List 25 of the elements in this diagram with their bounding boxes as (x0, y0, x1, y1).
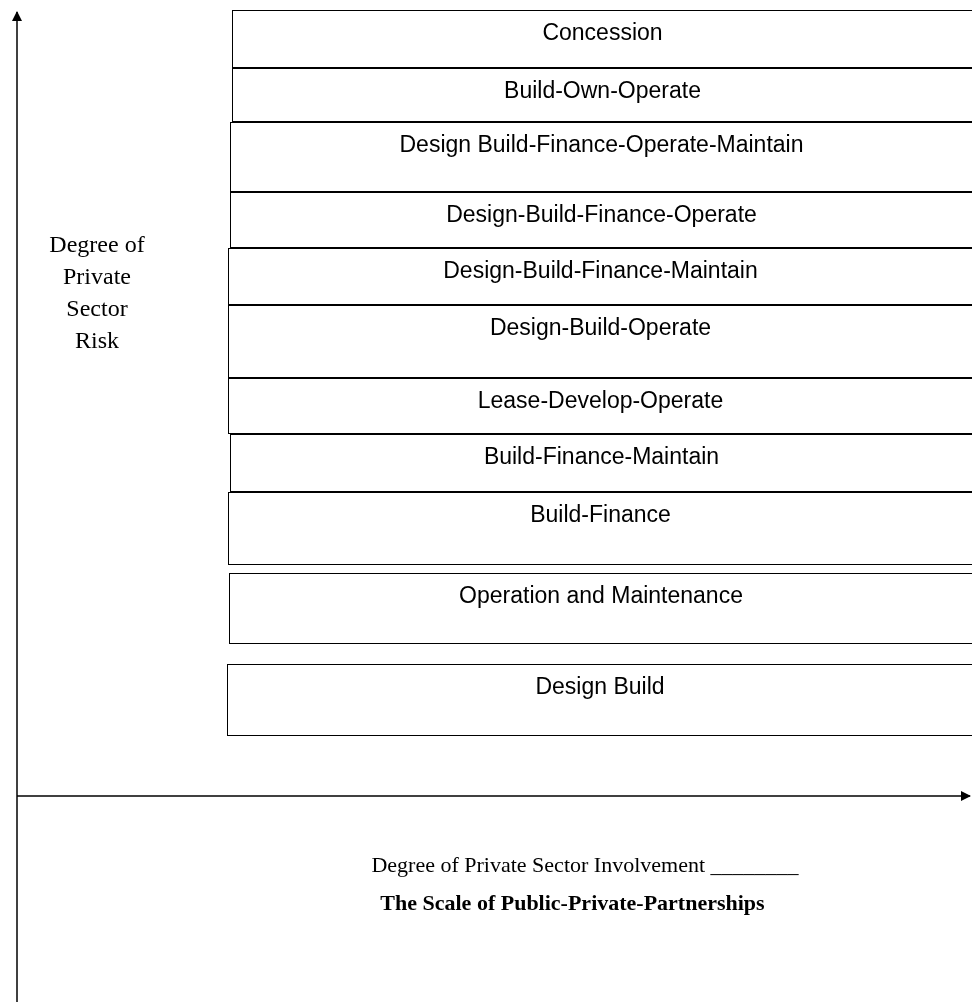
caption: The Scale of Public-Private-Partnerships (379, 890, 766, 916)
model-name: Design-Build-Finance-Operate (445, 201, 758, 228)
model-name: Design-Build-Operate (488, 314, 713, 341)
model-box (230, 434, 972, 492)
model-box (227, 664, 972, 736)
model-box (229, 573, 972, 644)
model-name: Build-Own-Operate (503, 77, 702, 104)
model-box (228, 492, 972, 565)
model-box (232, 10, 972, 68)
model-name: Design-Build-Finance-Maintain (442, 257, 759, 284)
model-name: Operation and Maintenance (458, 582, 744, 609)
model-box (230, 122, 972, 192)
axis-label: Degree of Private Sector Involvement ________ (370, 852, 800, 878)
model-name: Design Build-Finance-Operate-Maintain (398, 131, 805, 158)
model-name: Build-Finance (529, 501, 672, 528)
axis-label: Degree of Private Sector Risk (48, 230, 146, 355)
model-name: Lease-Develop-Operate (476, 387, 725, 414)
model-box (228, 378, 972, 434)
model-name: Concession (541, 19, 664, 46)
model-box (230, 192, 972, 248)
model-box (228, 305, 972, 378)
model-name: Build-Finance-Maintain (482, 443, 721, 470)
model-box (228, 248, 972, 305)
model-name: Design Build (534, 673, 666, 700)
model-box (232, 68, 972, 122)
